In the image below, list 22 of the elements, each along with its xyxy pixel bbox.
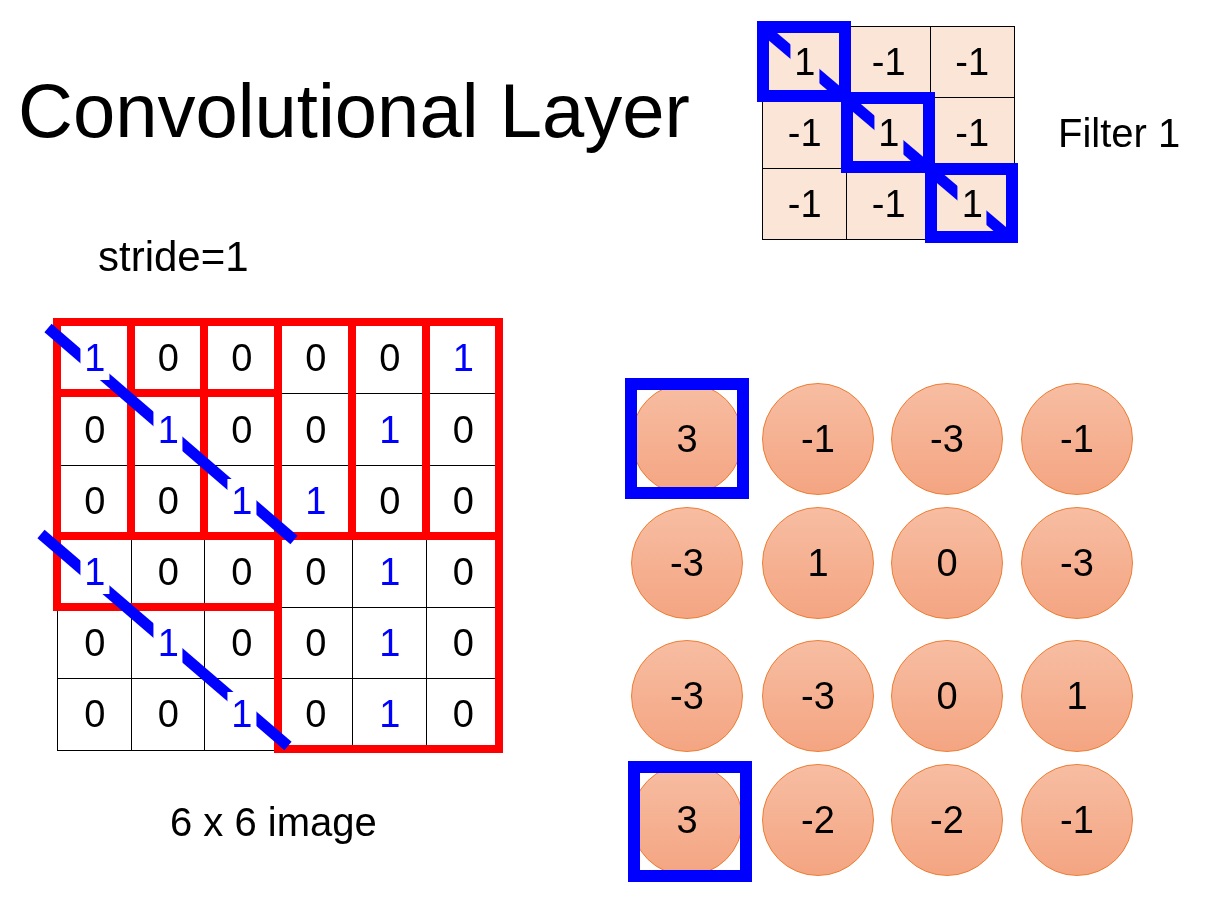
image-cell: 1	[352, 607, 428, 680]
output-circle: -1	[1021, 764, 1133, 876]
filter-caption: Filter 1	[1058, 113, 1181, 153]
image-cell: 0	[57, 678, 133, 751]
output-circle: -3	[1021, 507, 1133, 619]
output-circle: 0	[891, 640, 1003, 752]
output-circle: 0	[891, 507, 1003, 619]
output-circle: 1	[1021, 640, 1133, 752]
output-circle: -3	[631, 640, 743, 752]
output-circle: -3	[891, 383, 1003, 495]
output-circle: -3	[762, 640, 874, 752]
output-circle: -1	[1021, 383, 1133, 495]
output-circle: -2	[762, 764, 874, 876]
image-caption: 6 x 6 image	[170, 802, 377, 842]
output-circle: -2	[891, 764, 1003, 876]
output-circle: -1	[762, 383, 874, 495]
image-cell: 0	[131, 678, 206, 751]
filter-cell: -1	[930, 26, 1015, 99]
stride-label: stride=1	[98, 236, 249, 278]
filter-cell: -1	[762, 168, 848, 240]
output-circle: 1	[762, 507, 874, 619]
output-circle: -3	[631, 507, 743, 619]
